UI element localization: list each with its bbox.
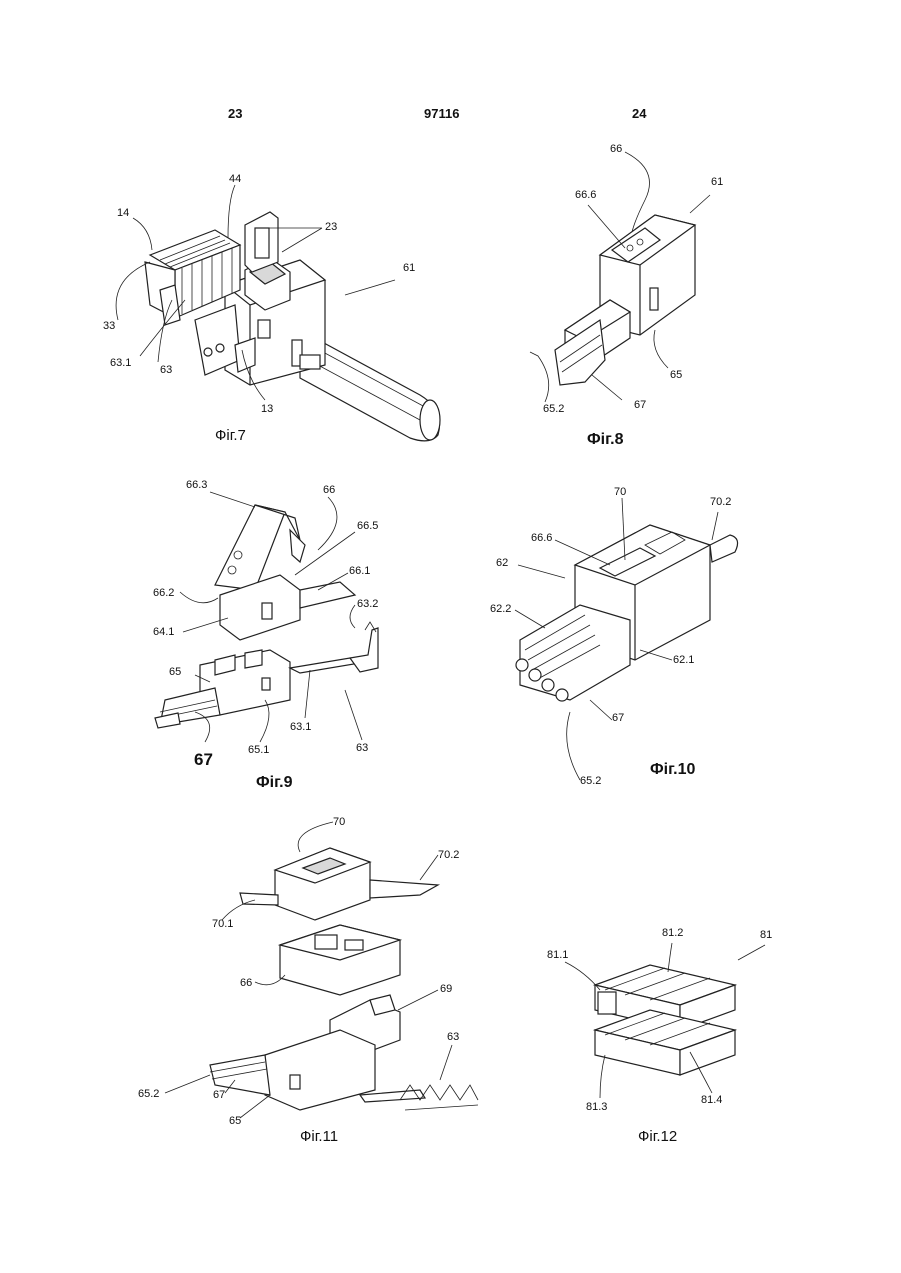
fig10-label: 70.2 — [710, 496, 731, 508]
fig11-label: 66 — [240, 977, 252, 989]
fig11-label: 65 — [229, 1115, 241, 1127]
fig7-label: 63 — [160, 364, 172, 376]
fig11-label: 67 — [213, 1089, 225, 1101]
fig9-label: 65 — [169, 666, 181, 678]
patent-number: 97116 — [424, 106, 459, 121]
fig7-caption: Фiг.7 — [215, 427, 246, 444]
fig9-label: 63.2 — [357, 598, 378, 610]
fig11-label: 70.1 — [212, 918, 233, 930]
fig10-label: 67 — [612, 712, 624, 724]
fig12-block-drawing — [565, 943, 765, 1098]
fig12-label: 81.2 — [662, 927, 683, 939]
fig7-label: 14 — [117, 207, 129, 219]
fig9-label: 66.2 — [153, 587, 174, 599]
fig8-label: 61 — [711, 176, 723, 188]
fig7-label: 33 — [103, 320, 115, 332]
fig8-label: 65.2 — [543, 403, 564, 415]
fig7-connector-drawing — [116, 185, 440, 441]
fig12-caption: Фiг.12 — [638, 1128, 677, 1145]
right-page-number: 24 — [632, 106, 646, 121]
fig7-label: 61 — [403, 262, 415, 274]
fig11-label: 70 — [333, 816, 345, 828]
fig7-label: 44 — [229, 173, 241, 185]
fig8-label: 67 — [634, 399, 646, 411]
fig10-caption: Фiг.10 — [650, 761, 695, 779]
fig9-label: 63.1 — [290, 721, 311, 733]
fig9-label: 66.1 — [349, 565, 370, 577]
fig7-label: 13 — [261, 403, 273, 415]
fig11-label: 69 — [440, 983, 452, 995]
fig7-label: 63.1 — [110, 357, 131, 369]
fig9-label: 66.5 — [357, 520, 378, 532]
fig10-label: 62 — [496, 557, 508, 569]
fig12-label: 81.1 — [547, 949, 568, 961]
fig8-label: 65 — [670, 369, 682, 381]
fig10-label: 62.1 — [673, 654, 694, 666]
fig8-label: 66.6 — [575, 189, 596, 201]
fig10-label: 62.2 — [490, 603, 511, 615]
fig9-label: 66.3 — [186, 479, 207, 491]
fig12-label: 81.3 — [586, 1101, 607, 1113]
fig9-exploded-drawing — [155, 492, 378, 742]
fig9-caption: Фiг.9 — [256, 774, 293, 792]
fig11-exploded-drawing — [165, 822, 478, 1118]
left-page-number: 23 — [228, 106, 242, 121]
fig11-label: 65.2 — [138, 1088, 159, 1100]
fig11-label: 63 — [447, 1031, 459, 1043]
fig9-label: 65.1 — [248, 744, 269, 756]
fig11-label: 70.2 — [438, 849, 459, 861]
fig10-label: 70 — [614, 486, 626, 498]
fig8-contact-assembly-drawing — [530, 152, 710, 402]
fig8-label: 66 — [610, 143, 622, 155]
fig9-label: 64.1 — [153, 626, 174, 638]
fig9-label: 66 — [323, 484, 335, 496]
fig10-label: 66.6 — [531, 532, 552, 544]
fig12-label: 81.4 — [701, 1094, 722, 1106]
fig7-label: 23 — [325, 221, 337, 233]
fig12-label: 81 — [760, 929, 772, 941]
fig10-label: 65.2 — [580, 775, 601, 787]
fig11-caption: Фiг.11 — [300, 1128, 338, 1145]
fig9-label: 63 — [356, 742, 368, 754]
fig8-caption: Фiг.8 — [587, 431, 624, 449]
fig9-label: 67 — [194, 750, 213, 770]
